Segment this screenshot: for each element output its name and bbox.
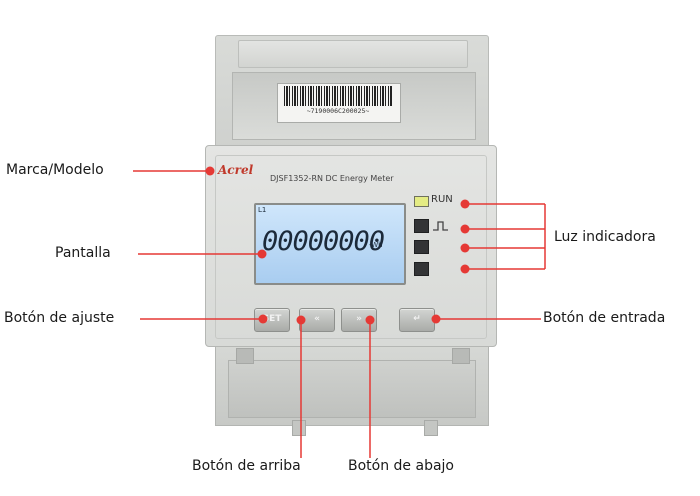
down-callout-dot <box>365 315 375 325</box>
led2-callout-dot <box>460 224 470 234</box>
label-indicator-lights: Luz indicadora <box>554 229 656 245</box>
lcd-digits: 00000000 <box>262 226 385 257</box>
pulse-icon <box>433 221 448 231</box>
meter-foot-right <box>424 420 438 436</box>
meter-foot-left <box>292 420 306 436</box>
meter-bottom-terminal <box>228 360 476 418</box>
pulse-led <box>414 219 429 233</box>
label-down-button: Botón de abajo <box>348 458 454 474</box>
label-display: Pantalla <box>55 245 111 261</box>
model-name: DJSF1352-RN DC Energy Meter <box>270 174 394 183</box>
label-enter-button: Botón de entrada <box>543 310 666 326</box>
run-led <box>414 196 429 207</box>
up-callout-dot <box>296 315 306 325</box>
label-up-button: Botón de arriba <box>192 458 301 474</box>
din-clip-right <box>452 348 470 364</box>
label-brand-model: Marca/Modelo <box>6 162 104 178</box>
brand-logo: Acrel <box>218 163 254 177</box>
lcd-line-label: L1 <box>258 206 267 214</box>
label-set-button: Botón de ajuste <box>4 310 115 326</box>
din-clip-left <box>236 348 254 364</box>
meter-top-tab <box>238 40 468 68</box>
set-callout-dot <box>258 314 268 324</box>
enter-callout-dot <box>431 314 441 324</box>
barcode-icon <box>284 86 392 106</box>
display-callout-dot <box>257 249 267 259</box>
set-button[interactable]: SET <box>254 308 290 332</box>
run-label: RUN <box>431 194 453 205</box>
led3-callout-dot <box>460 243 470 253</box>
indicator-led-3 <box>414 240 429 254</box>
led4-callout-dot <box>460 264 470 274</box>
indicator-led-4 <box>414 262 429 276</box>
barcode-text: ~7190006C200025~ <box>306 107 370 115</box>
lcd-display <box>254 203 406 285</box>
led1-callout-dot <box>460 199 470 209</box>
brand-callout-dot <box>205 166 215 176</box>
enter-button[interactable]: ↵ <box>399 308 435 332</box>
meter-front-bezel <box>215 155 487 339</box>
lcd-unit: -Wh <box>369 241 383 249</box>
